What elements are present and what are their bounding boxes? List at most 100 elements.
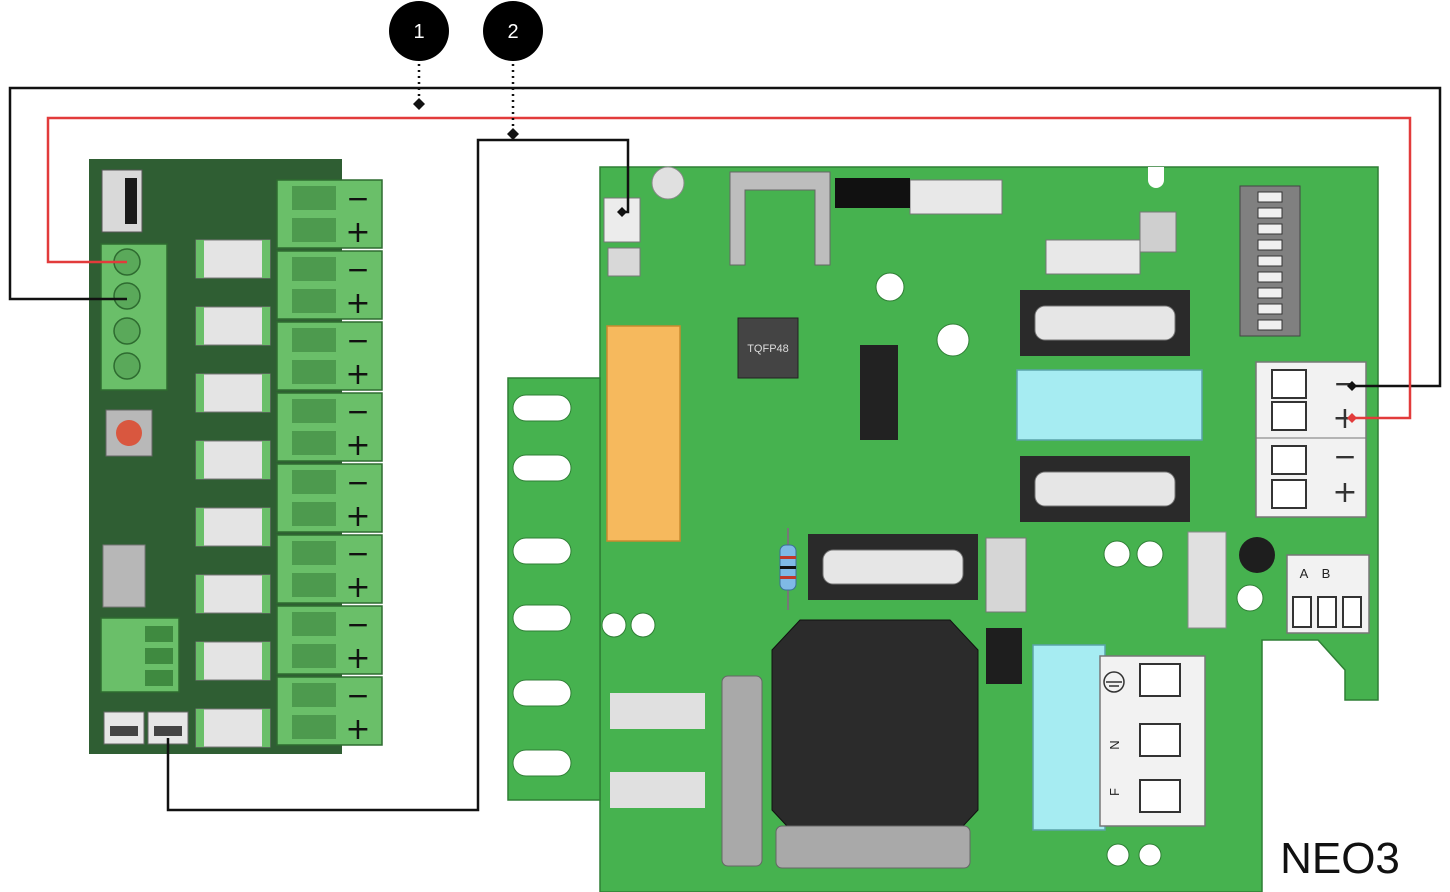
dip-key [1257,223,1283,235]
module-terminal-minus: − [346,324,369,357]
wire-1-red-end [1347,413,1357,423]
comb-slots [512,394,572,777]
module-terminal-block: −+ [276,463,383,534]
wire-1-black [8,86,1442,388]
two-pin-connector [603,197,641,243]
wires [8,86,1442,812]
white-pad-2 [610,772,705,808]
lv-terminal-minus-1: − [1333,367,1356,400]
mains-terminal: N F [1099,655,1206,827]
expansion-module: −+−+−+−+−+−+−+−+ [89,159,383,754]
resistor [779,528,797,610]
wire-2-black [166,138,630,812]
module-terminal-block: −+ [276,605,383,676]
module-terminal-block: −+ [276,321,383,392]
orange-relay [606,325,681,542]
callout-2: 2 [483,1,543,140]
callout-1-number: 1 [413,21,424,43]
module-terminal-plus: + [345,499,370,534]
module-relay [195,239,271,279]
neo3-main-board: TQFP48 [507,166,1379,892]
grey-bar-horizontal [775,825,971,869]
wire-1-black-end [1347,381,1357,391]
module-terminal-block: −+ [276,179,383,250]
wire-1-red [46,116,1412,420]
module-terminal-plus: + [345,570,370,605]
mains-label-f: F [1107,788,1122,796]
module-terminal-block: −+ [276,392,383,463]
top-connector-1 [909,179,1003,215]
module-terminal-plus: + [345,428,370,463]
callout-1: 1 [389,1,449,110]
dip-key [1257,239,1283,251]
module-terminal-block: −+ [276,250,383,321]
top-connector-3 [1139,211,1177,253]
chip-label: TQFP48 [747,343,789,355]
module-terminal-minus: − [346,679,369,712]
module-relay [195,440,271,480]
module-terminal-minus: − [346,395,369,428]
main-pcb-comb [507,377,601,801]
module-terminal-plus: + [345,712,370,747]
module-terminal-minus: − [346,466,369,499]
module-terminal-plus: + [345,215,370,250]
module-relay [195,507,271,547]
dip-key [1257,319,1283,331]
module-terminal-blocks: −+−+−+−+−+−+−+−+ [276,179,383,747]
wire-2-end [617,207,627,217]
module-terminal-minus: − [346,537,369,570]
fuse-2 [1020,456,1190,522]
module-grey-component [102,544,146,608]
dip-key [1257,303,1283,315]
blue-capacitor-1 [1016,369,1203,441]
dip-key [1257,271,1283,283]
module-small-terminal [100,617,180,693]
module-terminal-block: −+ [276,534,383,605]
white-pad-1 [610,693,705,729]
module-terminal-minus: − [346,182,369,215]
opto-component [985,537,1027,613]
bracket [729,171,831,266]
module-relay [195,641,271,681]
module-terminal-block: −+ [276,676,383,747]
module-power-terminal [100,243,168,391]
pin-header [860,345,898,440]
module-relay [195,708,271,748]
module-relay [195,373,271,413]
dip-key [1257,191,1283,203]
board-label: NEO3 [1280,834,1400,883]
top-connector-2 [1045,239,1141,275]
module-terminal-plus: + [345,357,370,392]
grey-block [1187,531,1227,629]
inductor [771,619,979,841]
lv-terminal-minus-2: − [1333,440,1356,473]
blue-capacitor-2 [1032,644,1106,831]
module-terminal-minus: − [346,253,369,286]
dip-key [1257,255,1283,267]
mains-label-n: N [1107,740,1122,749]
module-terminal-plus: + [345,641,370,676]
earth-icon [1103,671,1125,693]
tqfp-chip: TQFP48 [737,317,799,379]
module-terminal-plus: + [345,286,370,321]
dip-key [1257,287,1283,299]
mounting-holes [601,272,1264,867]
module-relay [195,306,271,346]
lv-terminal-plus-2: + [1332,475,1357,510]
grey-bar-vertical [721,675,763,867]
lowvoltage-terminal: − + − + [1255,361,1367,518]
callout-2-number: 2 [507,21,518,43]
dip-key [1257,207,1283,219]
module-relay [195,574,271,614]
module-terminal-minus: − [346,608,369,641]
dip-switch [1239,185,1301,337]
black-ic [986,628,1022,684]
small-square-component [607,247,641,277]
top-capacitor [651,166,685,200]
ab-terminal: A B [1286,554,1370,634]
fuse-1 [1020,290,1190,356]
module-relays [195,239,271,748]
round-sensor [1239,537,1275,573]
ab-label-b: B [1322,566,1331,581]
